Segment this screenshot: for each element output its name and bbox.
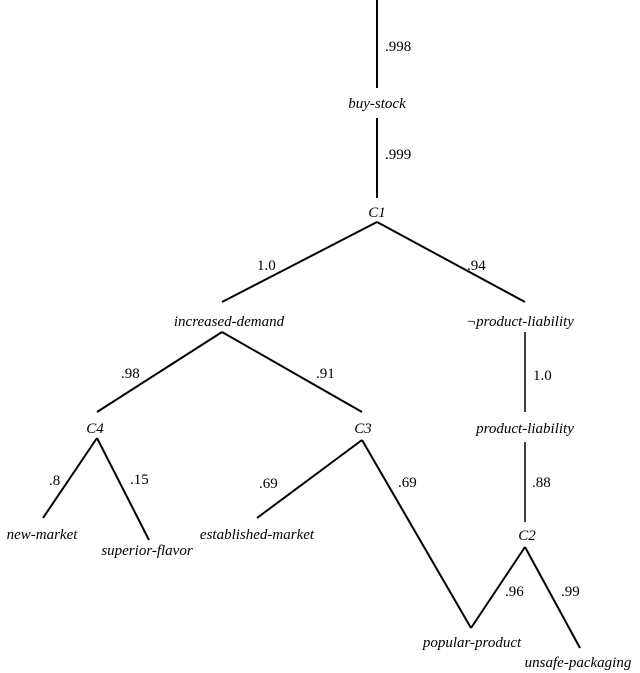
edge-c2-unsafe-packaging	[524, 546, 581, 649]
node-increased-demand: increased-demand	[174, 314, 285, 330]
edge-increased-demand-c3	[221, 331, 363, 413]
edge-c2-popular-product	[470, 546, 526, 629]
edge-c4-superior-flavor	[96, 437, 150, 541]
node-new-market: new-market	[7, 527, 79, 543]
node-buy-stock: buy-stock	[348, 96, 406, 112]
node-superior-flavor: superior-flavor	[101, 543, 193, 559]
prob-increased-demand-c4: .98	[121, 366, 140, 382]
node-c4: C4	[86, 421, 104, 437]
prob-c1-not-product-liability: .94	[467, 258, 486, 274]
prob-not-product-liability-product-liability: 1.0	[533, 368, 552, 384]
edge-c3-established-market	[256, 439, 363, 519]
node-product-liability: product-liability	[475, 421, 574, 437]
node-c3: C3	[354, 421, 372, 437]
prob-c3-popular-product: .69	[398, 475, 417, 491]
edge-c1-increased-demand	[221, 221, 378, 303]
edge-c4-new-market	[42, 437, 98, 519]
prob-c4-superior-flavor: .15	[130, 472, 149, 488]
prob-buy-stock-c1: .999	[385, 147, 411, 163]
edge-c1-not-product-liability	[376, 221, 526, 303]
prob-c4-new-market: .8	[49, 473, 60, 489]
prob-c2-unsafe-packaging: .99	[561, 584, 580, 600]
node-not-product-liability: ¬product-liability	[466, 314, 574, 330]
prob-product-liability-c2: .88	[532, 475, 551, 491]
node-popular-product: popular-product	[422, 635, 522, 651]
prob-c1-increased-demand: 1.0	[257, 258, 276, 274]
edge-increased-demand-c4	[96, 331, 223, 413]
node-c1: C1	[368, 205, 386, 221]
node-c2: C2	[518, 528, 536, 544]
prob-root-buy-stock: .998	[385, 39, 411, 55]
node-unsafe-packaging: unsafe-packaging	[525, 655, 632, 671]
prob-increased-demand-c3: .91	[316, 366, 335, 382]
edge-c3-popular-product	[361, 439, 472, 629]
prob-c2-popular-product: .96	[505, 584, 524, 600]
prob-c3-established-market: .69	[259, 476, 278, 492]
node-established-market: established-market	[200, 527, 315, 543]
